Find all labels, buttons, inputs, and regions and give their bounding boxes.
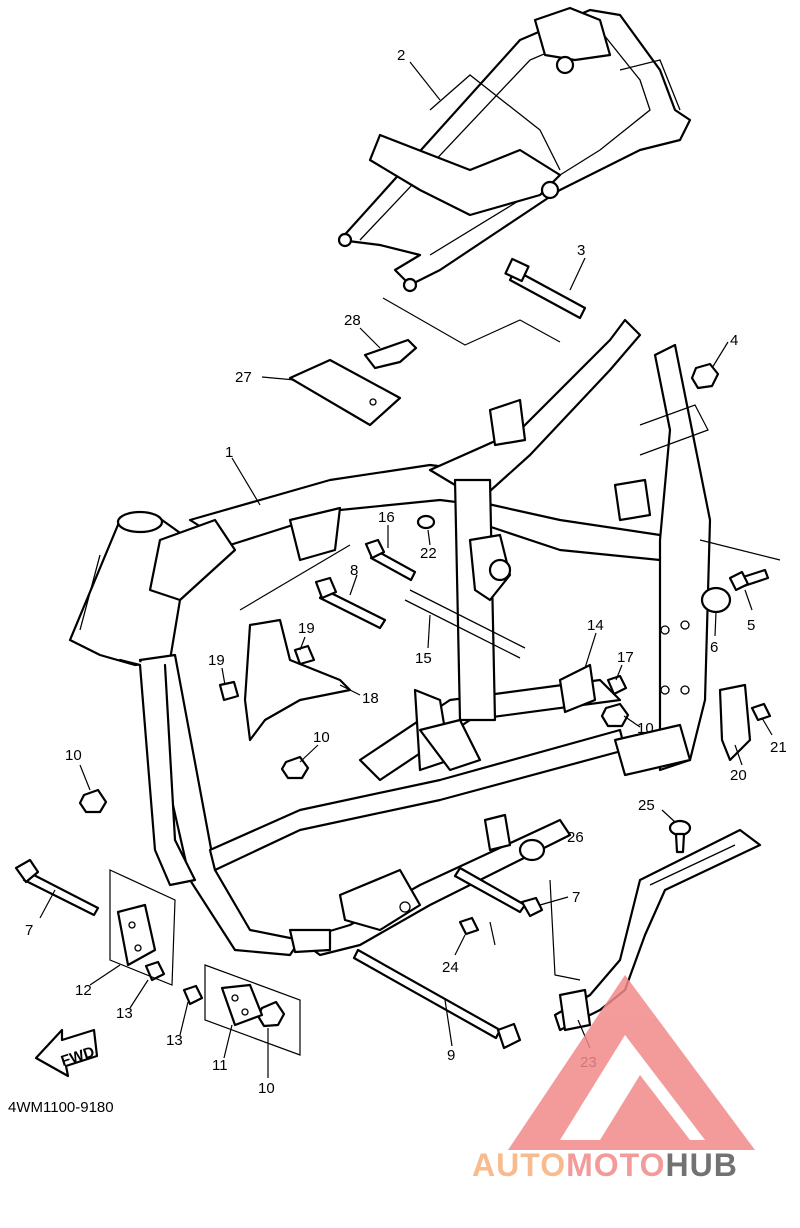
callout-16: 16 [378, 509, 395, 526]
rear-fender-stay [337, 6, 692, 293]
callout-5: 5 [747, 617, 755, 634]
watermark-triangle-core [600, 1075, 690, 1140]
bracket-12 [116, 903, 157, 967]
callout-10d: 10 [258, 1080, 275, 1097]
nuts-10 [78, 702, 630, 1028]
callout-labels: 1 2 3 4 5 6 7 7 8 9 10 10 10 10 11 12 13… [25, 47, 787, 1097]
callout-3: 3 [577, 242, 585, 259]
callout-7a: 7 [25, 922, 33, 939]
bolt-8 [314, 576, 387, 630]
callout-4: 4 [730, 332, 738, 349]
bolt-7-left [14, 858, 100, 917]
footrest-bracket [553, 828, 762, 1032]
callout-27: 27 [235, 369, 252, 386]
bolt-7-right [453, 866, 544, 918]
watermark-text: AUTOMOTOHUB [472, 1147, 738, 1183]
bolt-24 [458, 916, 480, 936]
callout-10a: 10 [65, 747, 82, 764]
callout-1: 1 [225, 444, 233, 461]
callout-15: 15 [415, 650, 432, 667]
bracket-14 [558, 663, 597, 714]
watermark-hub: HUB [665, 1147, 737, 1183]
nut-4 [690, 362, 720, 390]
callout-6: 6 [710, 639, 718, 656]
long-bolt-9 [352, 948, 522, 1050]
callout-26: 26 [567, 829, 584, 846]
callout-9: 9 [447, 1047, 455, 1064]
callout-25: 25 [638, 797, 655, 814]
bracket-11 [220, 983, 264, 1027]
callout-17: 17 [617, 649, 634, 666]
callout-28: 28 [344, 312, 361, 329]
callout-11: 11 [212, 1057, 228, 1074]
callout-13b: 13 [166, 1032, 183, 1049]
main-frame [68, 318, 712, 957]
callout-20: 20 [730, 767, 747, 784]
bolt-3 [504, 257, 587, 320]
bracket-18 [243, 618, 352, 742]
callout-10b: 10 [313, 729, 330, 746]
callout-19a: 19 [298, 620, 315, 637]
callout-18: 18 [362, 690, 379, 707]
callout-12: 12 [75, 982, 92, 999]
callout-21: 21 [770, 739, 787, 756]
heat-shield-plate [288, 358, 402, 427]
callout-2: 2 [397, 47, 405, 64]
automotohub-watermark-logo: AUTOMOTOHUB [472, 975, 755, 1183]
bolt-5 [728, 568, 770, 592]
bolt-25 [668, 819, 692, 854]
callout-8: 8 [350, 562, 358, 579]
callout-10c: 10 [637, 720, 654, 737]
callout-14: 14 [587, 617, 604, 634]
callout-19b: 19 [208, 652, 225, 669]
bracket-20 [718, 683, 752, 762]
collar-15 [404, 589, 526, 659]
callout-24: 24 [442, 959, 459, 976]
bolt-21 [750, 702, 772, 722]
nut-17 [606, 674, 628, 696]
callout-7b: 7 [572, 889, 580, 906]
grouping-lines [109, 297, 781, 1056]
callout-13a: 13 [116, 1005, 133, 1022]
bolt-16 [364, 538, 417, 582]
grommet-26 [518, 838, 546, 862]
bolts-13 [144, 960, 204, 1006]
bolts-19 [218, 644, 316, 702]
callout-22: 22 [420, 545, 437, 562]
watermark-auto: AUTO [472, 1147, 566, 1183]
clip-bracket [363, 338, 418, 370]
bolt-22 [416, 514, 436, 530]
part-code: 4WM1100-9180 [8, 1099, 114, 1116]
forward-direction-arrow: FWD [34, 1028, 99, 1078]
cap-6 [700, 586, 732, 614]
callout-leaders [39, 61, 773, 1078]
watermark-moto: MOTO [566, 1147, 665, 1183]
